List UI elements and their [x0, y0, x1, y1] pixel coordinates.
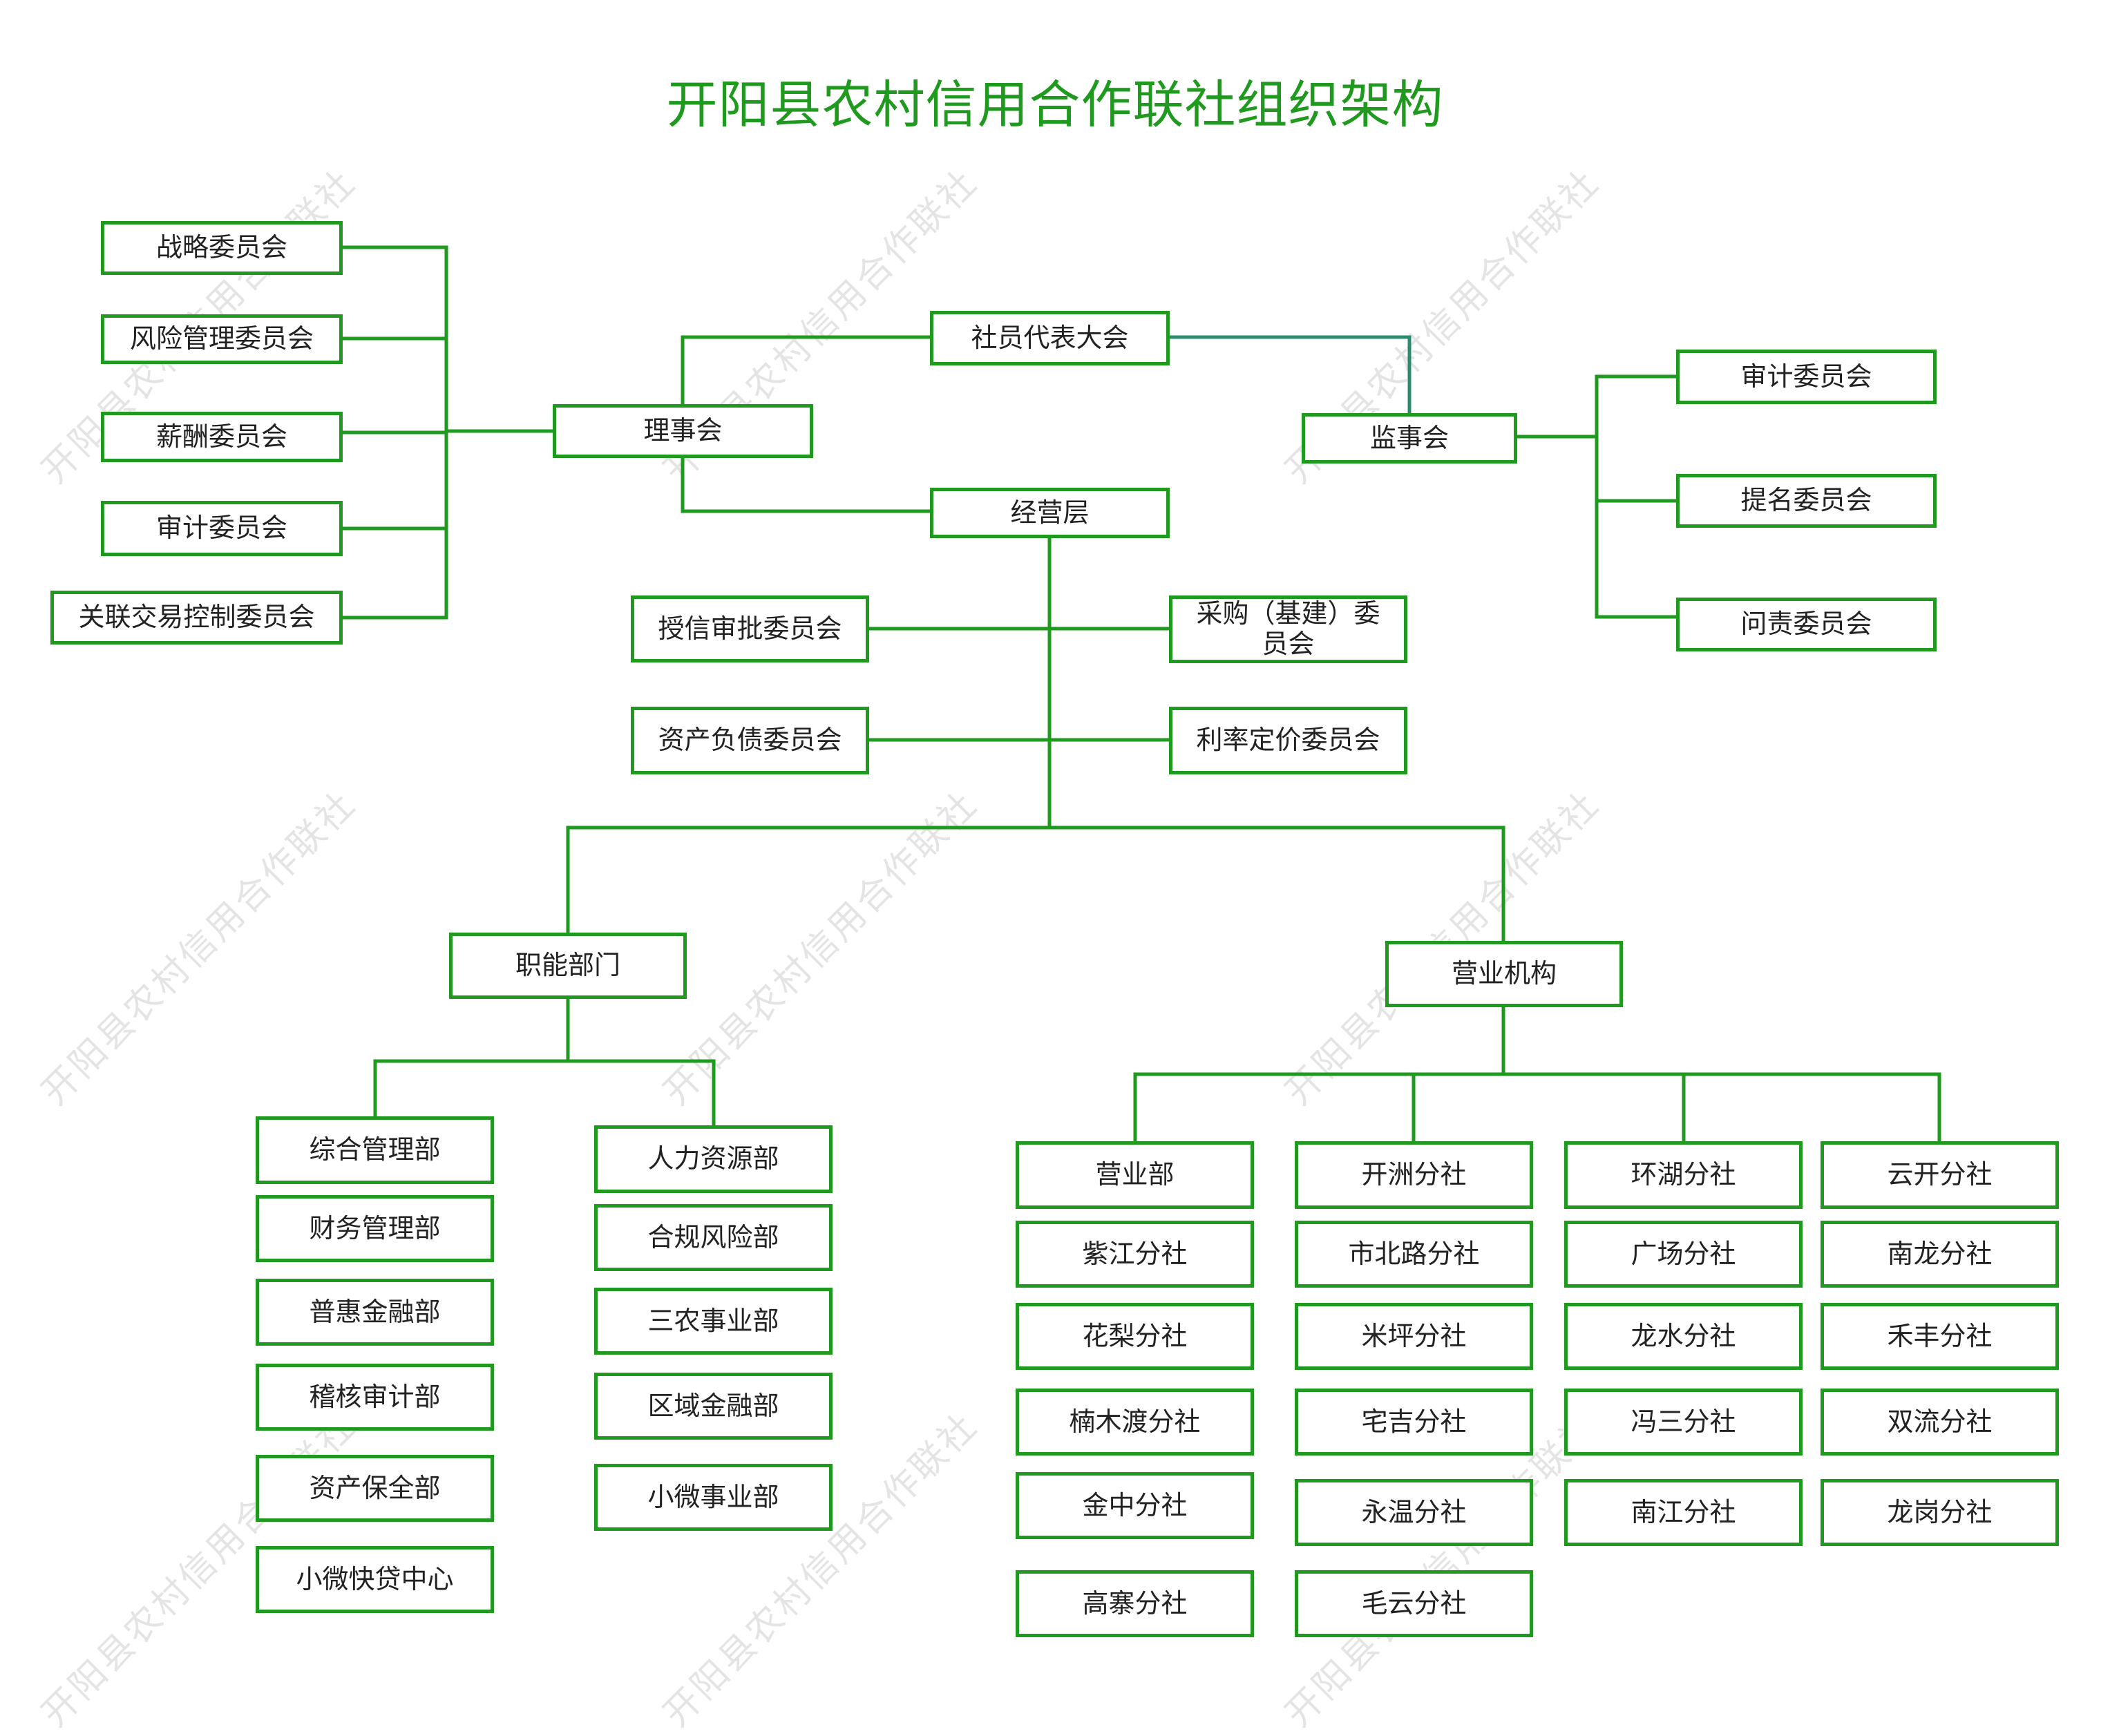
node-department: 财务管理部 [256, 1195, 494, 1262]
node-business-outlets: 营业机构 [1385, 941, 1623, 1007]
node-supervisory-committee: 审计委员会 [1676, 350, 1937, 404]
node-board-committee: 战略委员会 [101, 221, 343, 275]
node-board-committee: 风险管理委员会 [101, 314, 343, 364]
node-branch: 开洲分社 [1295, 1141, 1533, 1209]
node-branch: 金中分社 [1016, 1472, 1254, 1539]
node-board-committee: 审计委员会 [101, 501, 343, 556]
node-department: 小微事业部 [594, 1464, 833, 1531]
connector-management-divisions [566, 826, 1505, 941]
node-department: 普惠金融部 [256, 1279, 494, 1346]
node-supervisory-committee: 问责委员会 [1676, 598, 1937, 651]
chart-title: 开阳县农村信用合作联社组织架构 [666, 75, 1444, 135]
node-board-committee: 关联交易控制委员会 [50, 591, 343, 645]
node-board-committee: 薪酬委员会 [101, 412, 343, 462]
node-branch: 广场分社 [1564, 1221, 1803, 1288]
node-mgmt-committee: 资产负债委员会 [631, 707, 869, 774]
node-mgmt-committee: 采购（基建）委员会 [1169, 595, 1407, 663]
node-department: 综合管理部 [256, 1116, 494, 1184]
node-branch: 楠木渡分社 [1016, 1389, 1254, 1456]
node-department: 合规风险部 [594, 1204, 833, 1271]
node-branch: 永温分社 [1295, 1479, 1533, 1546]
connector-functional [373, 998, 716, 1125]
node-branch: 南江分社 [1564, 1479, 1803, 1546]
node-branch: 冯三分社 [1564, 1389, 1803, 1456]
connector-shareholders-supervisory [1170, 335, 1412, 413]
node-department: 小微快贷中心 [256, 1546, 494, 1613]
node-branch: 宅吉分社 [1295, 1389, 1533, 1456]
node-branch: 双流分社 [1821, 1389, 2059, 1456]
connector-board-management [681, 458, 930, 513]
node-board: 理事会 [553, 404, 813, 458]
node-management: 经营层 [930, 488, 1170, 538]
node-mgmt-committee: 授信审批委员会 [631, 595, 869, 662]
node-branch: 龙岗分社 [1821, 1479, 2059, 1546]
connector-shareholders-board [681, 335, 930, 404]
node-department: 三农事业部 [594, 1288, 833, 1355]
node-branch: 毛云分社 [1295, 1570, 1533, 1637]
node-branch: 紫江分社 [1016, 1221, 1254, 1288]
node-shareholders-assembly: 社员代表大会 [930, 311, 1170, 365]
node-branch: 花梨分社 [1016, 1303, 1254, 1370]
node-supervisory-board: 监事会 [1302, 413, 1517, 464]
node-branch: 环湖分社 [1564, 1141, 1803, 1209]
node-department: 区域金融部 [594, 1373, 833, 1440]
node-branch: 高寨分社 [1016, 1570, 1254, 1637]
node-branch: 云开分社 [1821, 1141, 2059, 1209]
node-branch: 营业部 [1016, 1141, 1254, 1209]
node-branch: 米坪分社 [1295, 1303, 1533, 1370]
node-department: 资产保全部 [256, 1455, 494, 1522]
node-branch: 南龙分社 [1821, 1221, 2059, 1288]
node-branch: 禾丰分社 [1821, 1303, 2059, 1370]
connector-business [1133, 1007, 1941, 1141]
connector-lines [343, 245, 1941, 1141]
node-department: 稽核审计部 [256, 1364, 494, 1431]
node-supervisory-committee: 提名委员会 [1676, 474, 1937, 528]
node-functional-departments: 职能部门 [449, 933, 687, 999]
node-mgmt-committee: 利率定价委员会 [1169, 707, 1407, 774]
node-branch: 龙水分社 [1564, 1303, 1803, 1370]
node-department: 人力资源部 [594, 1125, 833, 1193]
node-branch: 市北路分社 [1295, 1221, 1533, 1288]
connector-supervisory-committees [1595, 374, 1676, 619]
